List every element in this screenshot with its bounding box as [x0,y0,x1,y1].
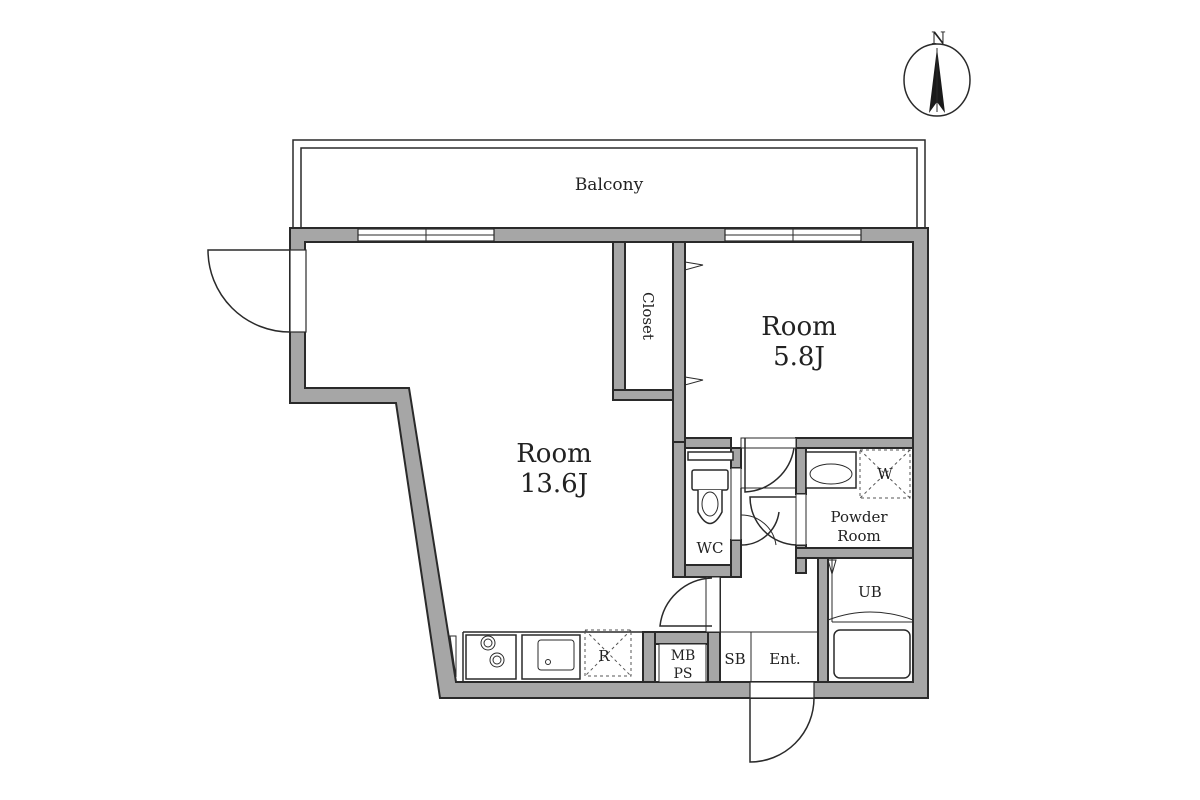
window-main-room [357,228,495,242]
unit-bath-label: UB [858,583,882,601]
closet [672,258,704,386]
meter-box [658,643,707,683]
north-arrow-icon [903,43,971,117]
meter-box-line1: MB [671,648,696,664]
wc-label: WC [697,539,724,557]
sink-icon [521,634,581,680]
window-bedroom [724,228,862,242]
balcony-label: Balcony [575,175,644,195]
meter-box-line2: PS [673,666,692,682]
wc [687,451,734,525]
powder-room-line1: Powder [830,508,888,526]
powder-room-door [749,493,807,546]
compass-label: N [931,29,946,49]
main-room-name: Room [516,439,592,469]
hall-door [659,576,721,633]
wc-door [730,467,796,546]
refrigerator-label: R [598,647,610,665]
refrigerator-space [584,629,632,677]
shoe-box-label: SB [724,650,745,668]
closet-label: Closet [639,292,657,340]
unit-bath [827,558,914,679]
bedroom-size: 5.8J [773,342,825,372]
kitchen-counter [449,631,643,682]
washbasin [805,451,857,489]
side-door [207,249,307,333]
interior-walls [612,241,914,683]
balcony [292,139,926,228]
main-room-size: 13.6J [520,469,588,499]
bedroom-door [740,437,797,493]
entrance [719,631,818,682]
stove-icon [465,634,517,680]
powder-room-line2: Room [837,527,881,545]
washer-space [859,449,911,499]
washer-label: W [877,465,893,483]
bedroom-name: Room [761,312,837,342]
entrance-label: Ent. [769,650,800,668]
exterior-wall [289,227,929,699]
entrance-door [749,681,815,763]
